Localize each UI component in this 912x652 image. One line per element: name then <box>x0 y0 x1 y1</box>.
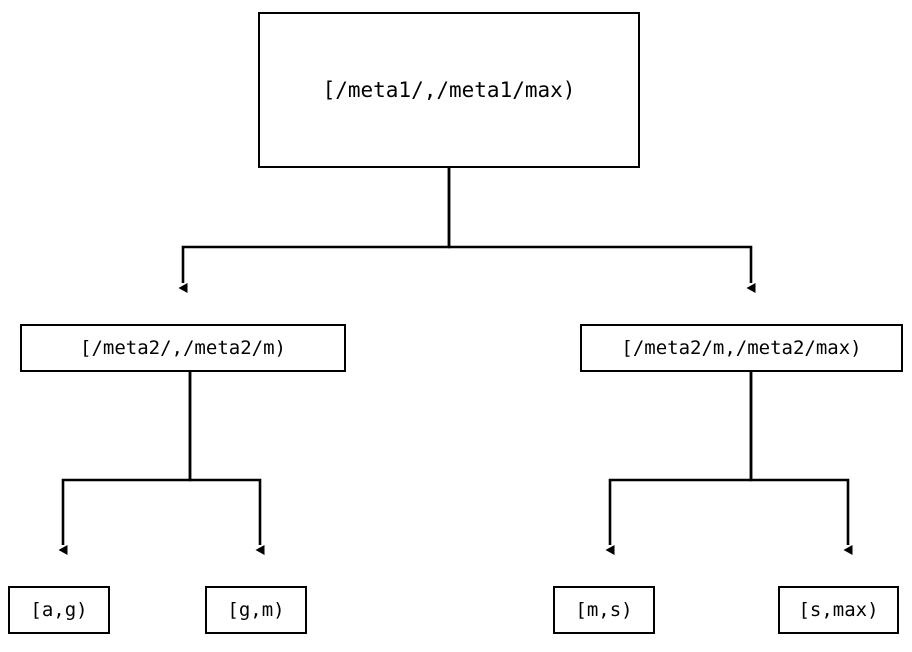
node-mid-right[interactable]: [/meta2/m,/meta2/max) <box>580 324 903 372</box>
node-leaf-smax[interactable]: [s,max) <box>778 586 899 634</box>
edge-mid-left-to-leaf-ag <box>58 372 192 555</box>
node-leaf-ms[interactable]: [m,s) <box>553 586 655 634</box>
node-mid-right-label: [/meta2/m,/meta2/max) <box>621 336 862 359</box>
node-leaf-gm-label: [g,m) <box>227 598 285 621</box>
node-mid-left[interactable]: [/meta2/,/meta2/m) <box>20 324 346 372</box>
node-root-label: [/meta1/,/meta1/max) <box>322 77 576 102</box>
edge-mid-right-to-leaf-smax <box>749 372 853 555</box>
node-leaf-gm[interactable]: [g,m) <box>205 586 307 634</box>
edge-root-to-mid-left <box>178 168 451 293</box>
edge-root-to-mid-right <box>447 168 756 293</box>
node-root[interactable]: [/meta1/,/meta1/max) <box>258 12 640 168</box>
edge-mid-right-to-leaf-ms <box>605 372 753 555</box>
node-mid-left-label: [/meta2/,/meta2/m) <box>80 336 286 359</box>
node-leaf-ag-label: [a,g) <box>30 598 88 621</box>
node-leaf-ms-label: [m,s) <box>575 598 633 621</box>
node-leaf-smax-label: [s,max) <box>798 598 879 621</box>
edge-mid-left-to-leaf-gm <box>188 372 265 555</box>
node-leaf-ag[interactable]: [a,g) <box>8 586 110 634</box>
